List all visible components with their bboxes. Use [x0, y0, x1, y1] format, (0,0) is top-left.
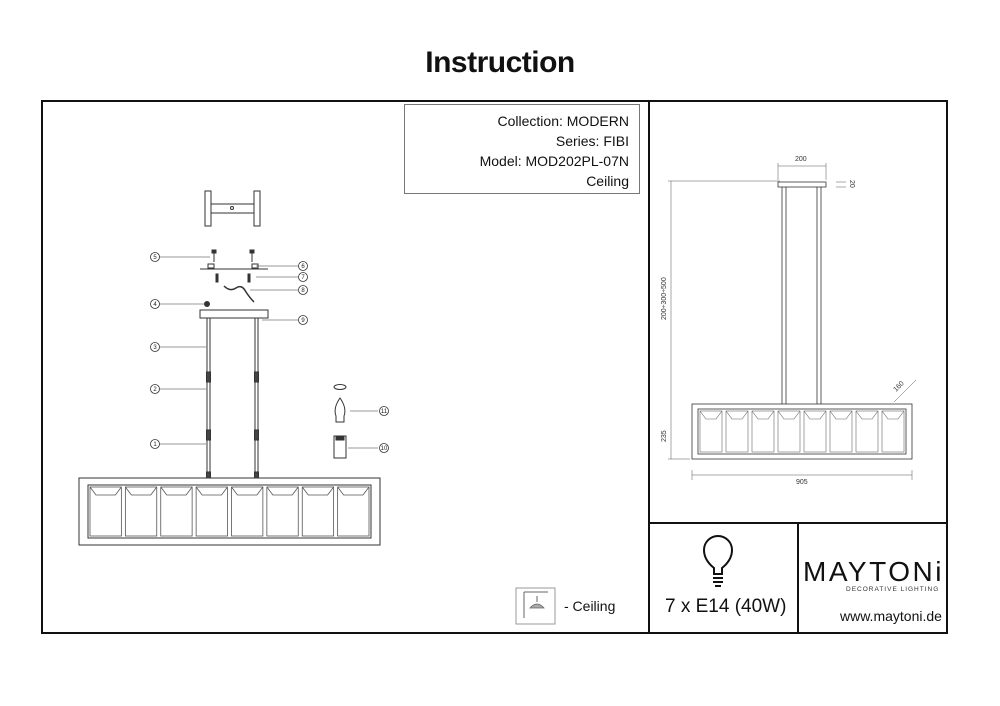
dim-suspension: 200÷300÷500: [661, 277, 668, 320]
power-wire: [223, 285, 255, 303]
canopy: [199, 309, 269, 319]
dimension-drawing: [691, 181, 913, 460]
mount-type-text: Ceiling: [586, 173, 629, 189]
model-text: Model: MOD202PL-07N: [479, 153, 629, 169]
crystal-facet: [699, 410, 723, 420]
crystal-facet: [725, 410, 749, 420]
panel-divider: [648, 100, 650, 634]
crystal-facet: [160, 486, 193, 496]
crystal-facet: [231, 486, 264, 496]
crystal-prism: [751, 410, 775, 453]
crystal-prism: [881, 410, 905, 453]
crystal-prism: [89, 486, 122, 537]
light-bulb-icon: [702, 535, 734, 587]
canopy-nut: [204, 301, 210, 307]
callout-6: 6: [301, 264, 305, 270]
suspension-cables: [206, 317, 259, 479]
crystal-prism: [160, 486, 193, 537]
crystal-facet: [881, 410, 905, 420]
crystal-prism: [266, 486, 299, 537]
ceiling-mount-icon: [515, 587, 556, 625]
dim-canopy-height: 20: [848, 180, 855, 188]
callout-3: 3: [153, 345, 157, 351]
crystal-prism: [777, 410, 801, 453]
crystal-facet: [266, 486, 299, 496]
crystal-prisms: [89, 486, 370, 537]
crystal-facet: [195, 486, 228, 496]
crystal-facet: [751, 410, 775, 420]
crystal-facet: [89, 486, 122, 496]
callout-9: 9: [301, 318, 305, 324]
bulb-parts: [333, 384, 347, 459]
crystal-prism: [725, 410, 749, 453]
dim-body-depth: 160: [892, 380, 905, 393]
series-text: Series: FIBI: [555, 133, 629, 149]
footer-cell-divider: [797, 522, 799, 634]
crystal-facet: [829, 410, 853, 420]
callout-2: 2: [153, 387, 157, 393]
crystal-facet: [125, 486, 158, 496]
dim-canopy-width: 200: [795, 156, 807, 163]
crystal-prism: [855, 410, 879, 453]
callout-leaders: [159, 256, 378, 449]
page-title: Instruction: [425, 46, 575, 79]
instruction-frame: [41, 100, 948, 634]
crystal-prism: [337, 486, 370, 537]
crystal-prism: [195, 486, 228, 537]
screw-parts: [200, 249, 268, 283]
brand-tagline: DECORATIVE LIGHTING: [846, 586, 940, 593]
callout-5: 5: [153, 255, 157, 261]
product-info-box: Collection: MODERN Series: FIBI Model: M…: [404, 104, 640, 194]
fixture-body: [78, 477, 381, 546]
dim-body-height: 235: [661, 430, 668, 442]
crystal-facet: [855, 410, 879, 420]
mounting-bracket: [204, 190, 261, 227]
website-link[interactable]: www.maytoni.de: [840, 608, 942, 624]
crystal-prism: [829, 410, 853, 453]
crystal-prism: [301, 486, 335, 537]
crystal-prism: [124, 486, 158, 537]
callout-11: 11: [381, 409, 388, 415]
crystal-facet: [301, 486, 334, 496]
legend-ceiling-label: - Ceiling: [564, 598, 616, 614]
callout-4: 4: [153, 302, 157, 308]
bulb-spec: 7 x E14 (40W): [665, 596, 787, 617]
crystal-prism: [803, 410, 827, 453]
callout-10: 10: [381, 446, 388, 452]
dimension-crystals: [699, 410, 905, 453]
crystal-facet: [777, 410, 801, 420]
callout-8: 8: [301, 288, 305, 294]
crystal-prism: [699, 410, 723, 453]
dimension-lines: [668, 163, 917, 480]
callout-markers: [150, 252, 389, 453]
collection-text: Collection: MODERN: [497, 113, 629, 129]
crystal-facet: [803, 410, 827, 420]
crystal-facet: [337, 486, 370, 496]
brand-logo: MAYTONi: [803, 556, 944, 587]
dim-body-width: 905: [796, 479, 808, 486]
crystal-prism: [231, 486, 264, 537]
callout-7: 7: [301, 275, 305, 281]
callout-1: 1: [153, 442, 157, 448]
